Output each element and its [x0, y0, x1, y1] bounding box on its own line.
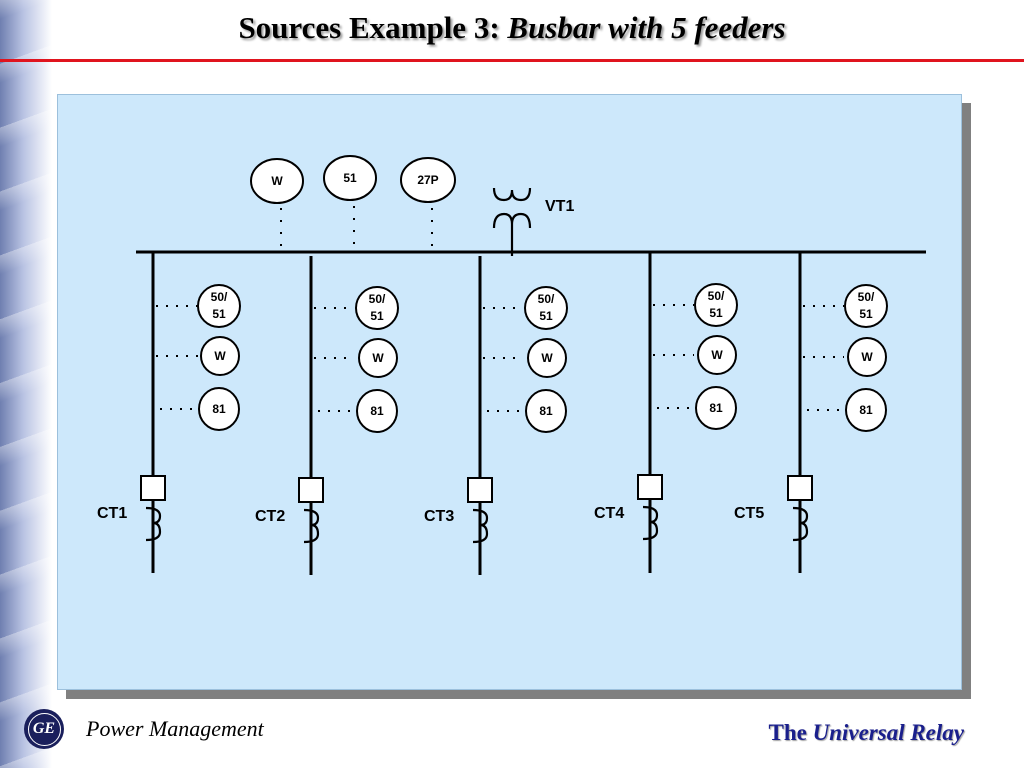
- ge-logo-text: GE: [27, 712, 61, 746]
- top-relay-w: W: [250, 158, 304, 252]
- title-main: Sources Example 3:: [238, 10, 500, 45]
- feeder-2-relay1-line1: 50/: [369, 292, 386, 306]
- feeder-1-relay1-line2: 51: [212, 307, 226, 321]
- feeder-3-relay2: W: [541, 351, 553, 365]
- feeder-3-relay3: 81: [539, 404, 553, 418]
- feeder-2-relay1-line2: 51: [370, 309, 384, 323]
- slide-title: Sources Example 3: Busbar with 5 feeders: [0, 10, 1024, 46]
- feeder-1-ct-icon: [145, 506, 162, 542]
- feeder-4-relay1-line1: 50/: [708, 289, 725, 303]
- feeder-4-relay1-line2: 51: [709, 306, 723, 320]
- feeder-3-breaker: [467, 477, 493, 503]
- feeder-2-ct-icon: [303, 508, 320, 544]
- top-relay-51: 51: [323, 155, 377, 252]
- feeder-5-breaker: [787, 475, 813, 501]
- left-decorative-band: [0, 0, 52, 768]
- feeder-1-ct-label: CT1: [97, 505, 127, 522]
- feeder-5-relay1-line2: 51: [859, 307, 873, 321]
- feeder-5-ct-icon: [792, 506, 809, 542]
- feeder-2-ct-label: CT2: [255, 508, 285, 525]
- footer-power-management: Power Management: [86, 716, 264, 741]
- feeder-4-relay3: 81: [709, 401, 723, 415]
- ge-logo-icon: GE: [24, 709, 64, 749]
- feeder-1: 50/ 51 W 81 CT1: [97, 252, 241, 573]
- feeder-4-ct-label: CT4: [594, 505, 624, 522]
- feeder-3-relay1-line2: 51: [539, 309, 553, 323]
- feeder-5-relay2: W: [861, 350, 873, 364]
- feeder-5: 50/ 51 W 81 CT5: [734, 252, 888, 573]
- feeder-5-ct-label: CT5: [734, 505, 764, 522]
- title-sub: Busbar with 5 feeders: [507, 10, 786, 45]
- feeder-5-relay1-line1: 50/: [858, 290, 875, 304]
- feeder-1-relay1-line1: 50/: [211, 290, 228, 304]
- feeder-1-breaker: [140, 475, 166, 501]
- vt1-transformer-icon: [492, 187, 532, 256]
- feeder-3-relay1-line1: 50/: [538, 292, 555, 306]
- feeder-2-relay3: 81: [370, 404, 384, 418]
- footer-right-italic: Universal Relay: [812, 720, 964, 745]
- feeder-3-ct-label: CT3: [424, 508, 454, 525]
- top-relay-w-label: W: [271, 174, 283, 188]
- lightning-decoration: [0, 0, 52, 768]
- feeder-3: 50/ 51 W 81 CT3: [424, 256, 568, 575]
- title-divider: [0, 59, 1024, 62]
- feeder-4: 50/ 51 W 81 CT4: [594, 252, 738, 573]
- feeder-4-breaker: [637, 474, 663, 500]
- footer-right-prefix: The: [768, 720, 807, 745]
- footer-universal-relay: The Universal Relay: [769, 720, 965, 746]
- feeder-2-breaker: [298, 477, 324, 503]
- feeder-4-relay2: W: [711, 348, 723, 362]
- top-relay-27p: 27P: [400, 157, 456, 252]
- feeder-2-relay2: W: [372, 351, 384, 365]
- feeder-1-relay3: 81: [212, 402, 226, 416]
- feeder-2: 50/ 51 W 81 CT2: [255, 256, 399, 575]
- top-relay-51-label: 51: [343, 171, 357, 185]
- feeder-5-relay3: 81: [859, 403, 873, 417]
- top-relay-27p-label: 27P: [417, 173, 438, 187]
- feeder-4-ct-icon: [642, 505, 659, 541]
- vt1-label: VT1: [545, 198, 574, 215]
- feeder-3-ct-icon: [472, 508, 489, 544]
- feeder-1-relay2: W: [214, 349, 226, 363]
